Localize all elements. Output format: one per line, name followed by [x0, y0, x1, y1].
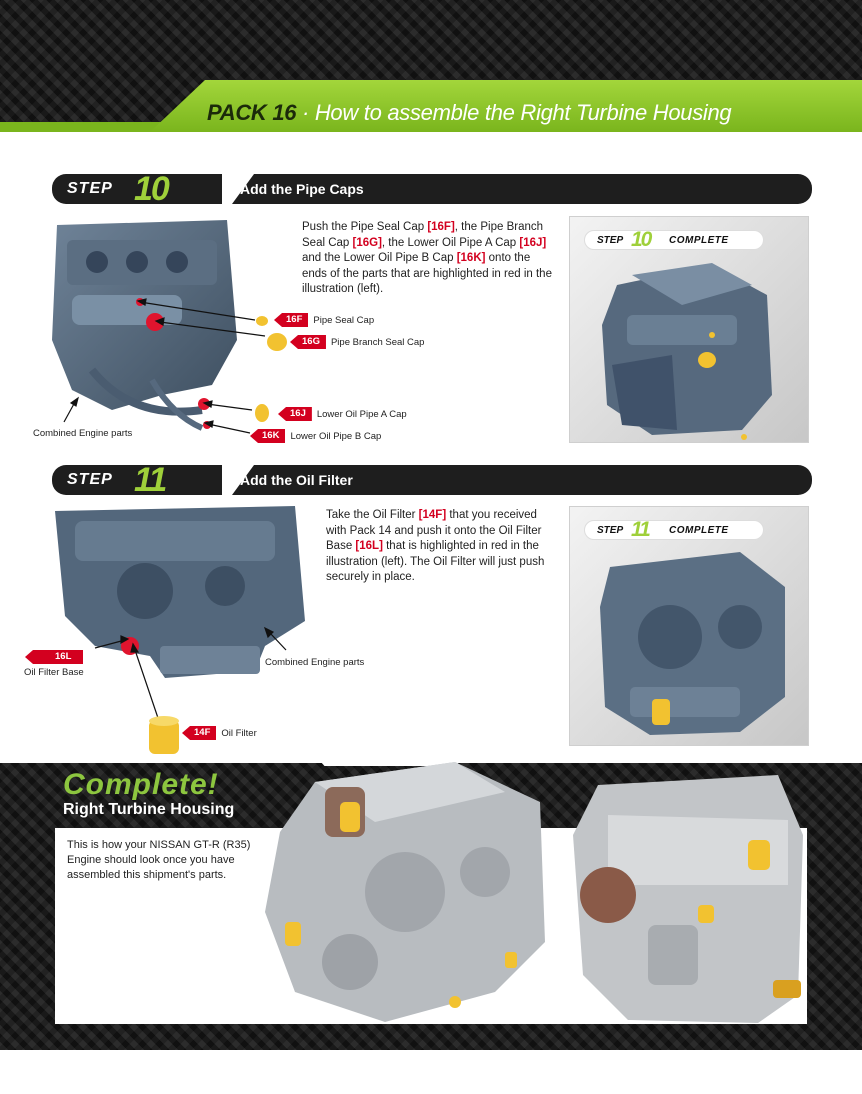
pipe-branch-seal-cap-icon — [267, 333, 287, 351]
pipe-seal-cap-icon — [256, 316, 268, 326]
tag-16f: 16F Pipe Seal Cap — [274, 313, 374, 327]
step-11-engine-illustration — [55, 506, 310, 681]
step-11-title: Add the Oil Filter — [240, 472, 353, 488]
tag-16k: 16K Lower Oil Pipe B Cap — [250, 429, 381, 443]
tag-name: Pipe Seal Cap — [313, 314, 375, 326]
part-code: [16G] — [352, 236, 382, 249]
instruction-text: onto the ends of the parts that are high… — [302, 252, 552, 295]
pack-number: PACK 16 — [207, 100, 297, 125]
completed-engine-front-image — [265, 762, 545, 1022]
part-16j-highlight — [198, 398, 210, 410]
combined-engine-label: Combined Engine parts — [265, 657, 365, 668]
step-11-complete-engine-image — [600, 552, 785, 735]
step-10-title: Add the Pipe Caps — [240, 181, 364, 197]
tag-code: 16J — [278, 407, 312, 421]
instruction-text: that you received with Pack 14 and push … — [326, 509, 542, 552]
step-11-instructions: Take the Oil Filter [14F] that you recei… — [326, 508, 558, 586]
tag-code: 16L — [25, 650, 84, 664]
complete-badge: STEP 10 COMPLETE — [584, 228, 764, 251]
tag-name: Lower Oil Pipe B Cap — [290, 430, 382, 442]
part-code: [16L] — [355, 540, 383, 552]
instruction-text: , the Lower Oil Pipe A Cap — [381, 236, 520, 249]
cap-icons-top — [256, 316, 287, 351]
step-11-bar: STEP 11 Add the Oil Filter — [52, 461, 812, 499]
instruction-text: that is highlighted in red in the illust… — [326, 540, 545, 583]
tag-name: Pipe Branch Seal Cap — [330, 336, 425, 348]
tag-16l: 16L — [25, 650, 84, 664]
step-word: STEP — [67, 471, 113, 488]
tag-code: 16G — [290, 335, 326, 349]
part-code: [16F] — [427, 221, 455, 233]
tag-code: 14F — [182, 726, 217, 740]
title-separator: · — [302, 100, 310, 125]
lower-oil-pipe-a-cap-icon — [255, 404, 269, 422]
tag-16j: 16J Lower Oil Pipe A Cap — [278, 407, 407, 421]
step-10-bar: STEP 10 Add the Pipe Caps — [52, 170, 812, 208]
step-10-badge: STEP 10 — [52, 170, 222, 208]
tag-14f: 14F Oil Filter — [182, 726, 257, 740]
step-10-engine-illustration — [52, 220, 242, 435]
step-word: STEP — [67, 180, 113, 197]
instruction-text: , the Pipe Branch Seal Cap — [302, 221, 544, 249]
completed-engine-side-image — [573, 775, 803, 1023]
oil-filter-icon — [149, 716, 179, 754]
page-title: PACK 16 · How to assemble the Right Turb… — [207, 100, 732, 126]
tag-code: 16K — [250, 429, 286, 443]
tag-code: 16F — [274, 313, 309, 327]
step-number: 10 — [134, 170, 170, 208]
complete-heading: Complete! — [63, 768, 219, 801]
cap-icon-16j — [255, 404, 269, 422]
part-code: [14F] — [418, 509, 447, 521]
tag-16g: 16G Pipe Branch Seal Cap — [290, 335, 424, 349]
combined-engine-label: Combined Engine parts — [33, 428, 133, 439]
title-text: How to assemble the Right Turbine Housin… — [314, 100, 732, 125]
instruction-text: Take the Oil Filter — [326, 509, 419, 521]
step-10-complete-card: STEP 10 COMPLETE — [569, 216, 809, 443]
header-green-band — [150, 80, 862, 132]
step-10-instructions: Push the Pipe Seal Cap [16F], the Pipe B… — [302, 220, 556, 298]
step-10-leader-lines — [63, 298, 266, 434]
step-number: 11 — [134, 461, 167, 499]
tag-name: Lower Oil Pipe A Cap — [316, 408, 407, 420]
page-header — [0, 0, 862, 132]
complete-badge: STEP 11 COMPLETE — [584, 518, 764, 541]
part-16g-highlight — [146, 313, 164, 331]
instruction-text: and the Lower Oil Pipe B Cap — [302, 252, 457, 264]
part-code: [16K] — [456, 252, 486, 264]
step-10-complete-engine-image — [602, 263, 772, 440]
part-code: [16J] — [519, 236, 547, 249]
oil-filter-base-label: Oil Filter Base — [24, 667, 84, 678]
instruction-text: Push the Pipe Seal Cap — [302, 221, 428, 233]
step-11-badge: STEP 11 — [52, 461, 222, 499]
step-11-leader-lines — [94, 626, 287, 719]
step-11-complete-card: STEP 11 COMPLETE — [569, 506, 809, 746]
complete-subtitle: Right Turbine Housing — [63, 801, 235, 818]
complete-text: This is how your NISSAN GT-R (R35) Engin… — [67, 839, 251, 881]
tag-name: Oil Filter — [221, 727, 257, 739]
